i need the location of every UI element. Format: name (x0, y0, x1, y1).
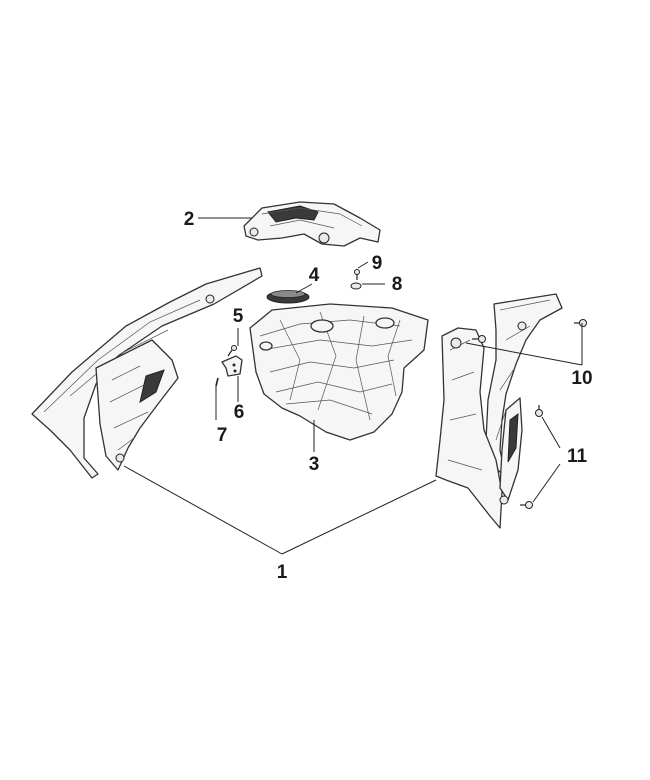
callout-10: 10 (571, 368, 592, 389)
callout-5: 5 (233, 306, 244, 327)
right-side-panel-icon (435, 293, 563, 529)
callout-2: 2 (184, 209, 195, 230)
leader-lines (123, 217, 583, 555)
nut-icon (350, 282, 362, 290)
callout-4: 4 (309, 265, 320, 286)
clip-bracket-icon (221, 355, 243, 377)
filler-cap-icon (266, 290, 310, 304)
screw-icon (227, 345, 237, 357)
bolt-icon (535, 405, 543, 417)
bolt-icon (520, 501, 533, 509)
callout-8: 8 (392, 274, 403, 295)
bolt-icon (574, 319, 587, 327)
callout-9: 9 (372, 253, 383, 274)
pin-icon (215, 377, 219, 387)
bolt-icon (472, 335, 486, 343)
callouts: 2 4 9 8 5 6 7 3 1 10 11 (184, 209, 593, 583)
top-bracket-icon (243, 201, 381, 247)
callout-11: 11 (567, 446, 588, 467)
left-side-panel-icon (31, 267, 263, 479)
callout-6: 6 (234, 402, 245, 423)
fuel-tank-icon (249, 303, 429, 441)
callout-1: 1 (277, 562, 288, 583)
screw-icon (354, 269, 360, 280)
callout-3: 3 (309, 454, 320, 475)
callout-7: 7 (217, 425, 228, 446)
